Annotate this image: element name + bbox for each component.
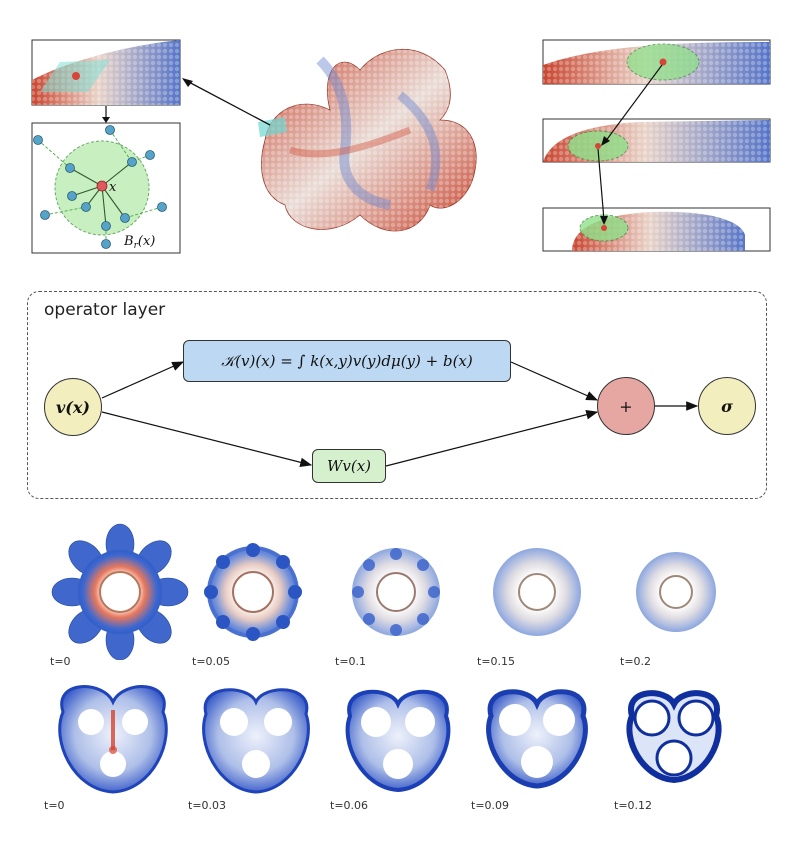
- activation-node: σ: [698, 377, 756, 435]
- operator-arrows: [101, 361, 699, 467]
- three-hole-t012: [626, 690, 722, 784]
- central-mesh-shape: [261, 48, 477, 232]
- torus-evolution: [51, 523, 716, 660]
- three-hole-evolution: [58, 685, 722, 794]
- time-label: t=0: [50, 655, 71, 668]
- center-label: x: [109, 180, 117, 195]
- center-point: [96, 180, 108, 192]
- linear-term-box: Wv(x): [312, 449, 386, 483]
- three-hole-t003: [202, 688, 310, 794]
- ball-label: Br(x): [123, 234, 155, 251]
- time-label: t=0: [44, 799, 65, 812]
- kernel-integral-box: 𝒦(v)(x) = ∫ k(x,y)v(y)dμ(y) + b(x): [183, 340, 511, 382]
- torus-t015: [493, 548, 581, 636]
- time-label: t=0.05: [192, 655, 231, 668]
- three-hole-t006: [345, 689, 451, 793]
- time-label: t=0.2: [620, 655, 652, 668]
- time-label: t=0.06: [330, 799, 369, 812]
- time-label: t=0.12: [614, 799, 653, 812]
- torus-t02: [636, 552, 716, 632]
- three-hole-t0: [58, 685, 168, 794]
- time-label: t=0.15: [477, 655, 516, 668]
- operator-layer-box: [27, 291, 767, 499]
- time-label: t=0.1: [335, 655, 367, 668]
- top-figure: x Br(x): [31, 39, 771, 254]
- time-label: t=0.09: [471, 799, 510, 812]
- torus-t01: [352, 548, 440, 636]
- operator-layer-title: operator layer: [44, 300, 166, 320]
- input-node: v(x): [44, 378, 102, 436]
- torus-t005: [204, 543, 302, 641]
- three-hole-t009: [486, 689, 588, 789]
- time-label: t=0.03: [188, 799, 227, 812]
- sum-node: +: [597, 377, 655, 435]
- torus-t0: [51, 523, 189, 660]
